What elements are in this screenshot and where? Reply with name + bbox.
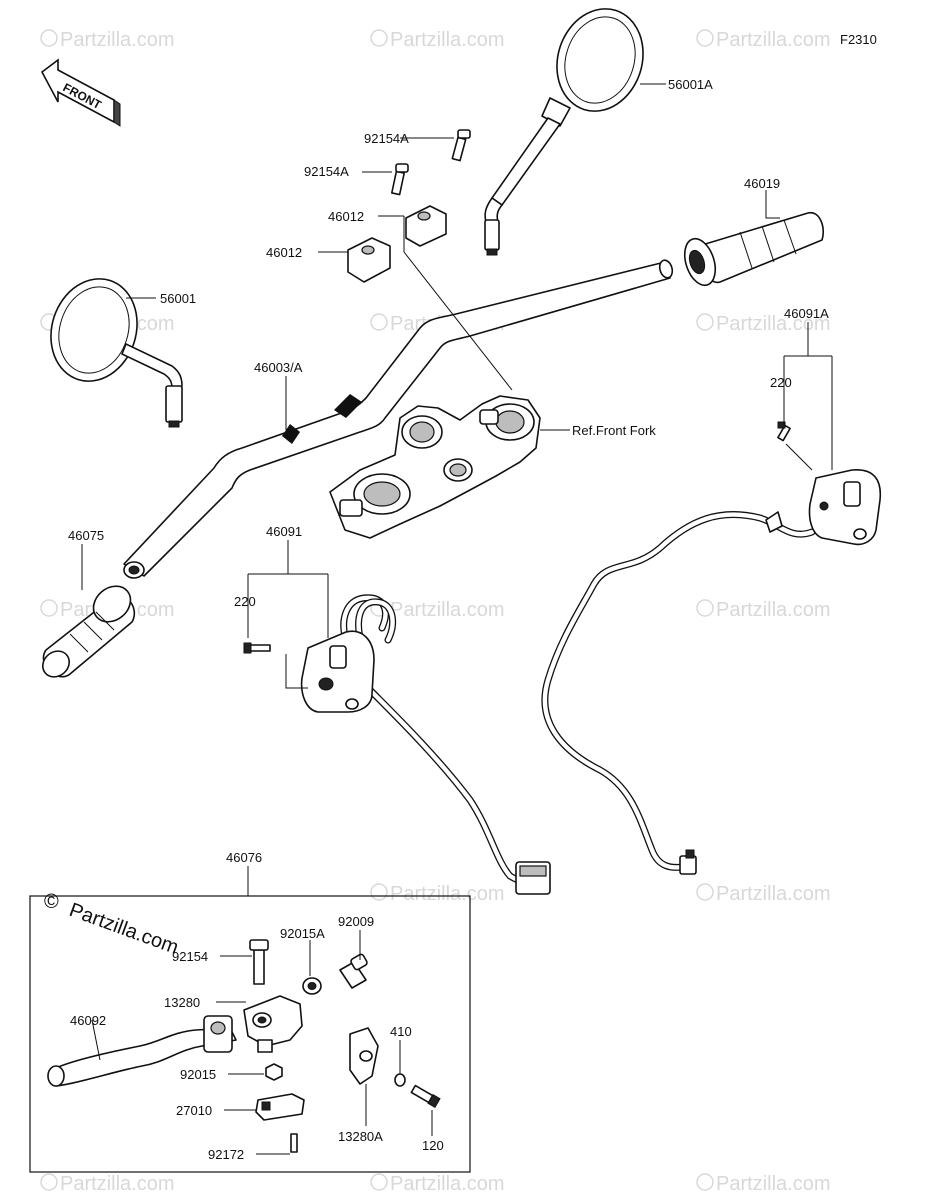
label-46019: 46019 (744, 176, 780, 191)
site-mark: © Partzilla.com (44, 891, 181, 959)
nut-92015 (265, 1063, 283, 1081)
watermark: Partzilla.com (696, 29, 830, 51)
switch-27010 (255, 1093, 305, 1121)
label-92015a: 92015A (280, 926, 325, 941)
handlebar (123, 259, 674, 579)
label-56001a: 56001A (668, 77, 713, 92)
triple-clamp (329, 395, 541, 539)
watermark: Partzilla.com (40, 29, 174, 51)
mirror-left (50, 278, 183, 428)
label-120: 120 (422, 1138, 444, 1153)
grip-right (683, 212, 824, 287)
bolt-120 (410, 1084, 441, 1109)
watermarks: Partzilla.com Partzilla.com Partzilla.co… (40, 29, 830, 1195)
svg-text:Partzilla.com: Partzilla.com (390, 1173, 504, 1195)
label-46012-upper: 46012 (328, 209, 364, 224)
front-direction-arrow: FRONT (40, 58, 121, 127)
svg-text:Partzilla.com: Partzilla.com (390, 29, 504, 51)
watermark: Partzilla.com (370, 29, 504, 51)
holder-46012-upper (405, 205, 447, 247)
watermark: Partzilla.com (696, 883, 830, 905)
switch-left (300, 594, 551, 895)
grip-left (41, 585, 136, 678)
label-92154: 92154 (172, 949, 208, 964)
svg-text:©: © (44, 891, 59, 913)
svg-text:Partzilla.com: Partzilla.com (60, 29, 174, 51)
label-92015: 92015 (180, 1067, 216, 1082)
svg-text:Partzilla.com: Partzilla.com (60, 1173, 174, 1195)
svg-text:Partzilla.com: Partzilla.com (716, 29, 830, 51)
label-13280a: 13280A (338, 1129, 383, 1144)
bolt-92154a-upper (451, 129, 471, 162)
label-56001: 56001 (160, 291, 196, 306)
svg-text:Partzilla.com: Partzilla.com (716, 883, 830, 905)
label-46076: 46076 (226, 850, 262, 865)
switch-right (541, 469, 882, 875)
cap-screw-92009 (339, 953, 368, 989)
label-410: 410 (390, 1024, 412, 1039)
bolt-92154a-lower (391, 163, 409, 196)
svg-text:Partzilla.com: Partzilla.com (716, 599, 830, 621)
lever-46092 (47, 1015, 237, 1087)
svg-text:Partzilla.com: Partzilla.com (716, 313, 830, 335)
label-13280: 13280 (164, 995, 200, 1010)
washer-410 (394, 1073, 406, 1087)
holder-46012-lower (347, 237, 391, 283)
svg-text:Partzilla.com: Partzilla.com (390, 883, 504, 905)
holder-13280a (349, 1027, 379, 1085)
label-46092: 46092 (70, 1013, 106, 1028)
watermark: Partzilla.com (696, 313, 830, 335)
watermark: Partzilla.com (696, 599, 830, 621)
label-46091a: 46091A (784, 306, 829, 321)
label-220-left: 220 (234, 594, 256, 609)
label-92172: 92172 (208, 1147, 244, 1162)
label-ref-front-fork: Ref.Front Fork (572, 423, 656, 438)
label-46091: 46091 (266, 524, 302, 539)
figure-code: F2310 (840, 32, 877, 47)
svg-text:Partzilla.com: Partzilla.com (716, 1173, 830, 1195)
label-46012-lower: 46012 (266, 245, 302, 260)
part-labels: 56001A 92154A 92154A 46012 46012 46019 5… (68, 77, 829, 1162)
label-92154a-lower: 92154A (304, 164, 349, 179)
leader-lines (81, 83, 833, 1155)
watermark: Partzilla.com (370, 883, 504, 905)
holder-13280 (243, 995, 303, 1053)
washer-92015a (302, 977, 322, 995)
screw-220-right (777, 421, 791, 442)
svg-text:Partzilla.com: Partzilla.com (390, 599, 504, 621)
label-46075: 46075 (68, 528, 104, 543)
label-92009: 92009 (338, 914, 374, 929)
svg-text:Partzilla.com: Partzilla.com (66, 899, 181, 959)
watermark: Partzilla.com (696, 1173, 830, 1195)
label-92154a-upper: 92154A (364, 131, 409, 146)
screw-92172 (290, 1133, 298, 1153)
screw-220-left (243, 642, 271, 654)
mirror-right (484, 8, 644, 256)
watermark: Partzilla.com (40, 1173, 174, 1195)
label-27010: 27010 (176, 1103, 212, 1118)
bolt-92154 (249, 939, 269, 985)
label-220-right: 220 (770, 375, 792, 390)
label-46003-a: 46003/A (254, 360, 303, 375)
watermark: Partzilla.com (370, 1173, 504, 1195)
lever-assy-box (29, 895, 471, 1173)
